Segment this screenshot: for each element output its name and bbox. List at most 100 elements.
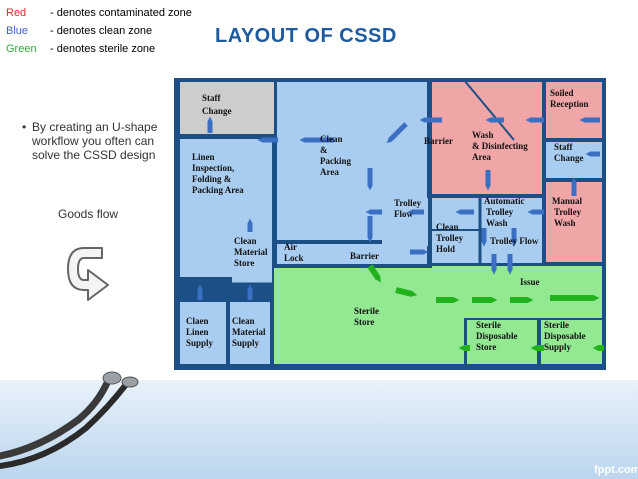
label-line: Clean (234, 236, 257, 246)
label-soiled-reception: Soiled Reception (550, 88, 589, 109)
legend-red-label: Red (6, 7, 27, 19)
label-line: Change (554, 153, 584, 163)
label-line: Packing Area (192, 185, 244, 195)
label-line: Trolley (554, 207, 582, 217)
legend-green-desc: - denotes sterile zone (50, 43, 156, 55)
label-sterile-store: Sterile Store (354, 306, 381, 327)
label-line: Clean (320, 134, 343, 144)
label-line: Store (476, 342, 496, 352)
room-sterile-store (274, 268, 464, 364)
label-automatic-trolley-wash: Automatic Trolley Wash (484, 196, 527, 228)
legend-green-label: Green (6, 43, 37, 55)
room-sterile-disposable-supply (541, 320, 602, 364)
label-line: Area (320, 167, 339, 177)
label-line: Inspection, (192, 163, 234, 173)
label-line: Linen (192, 152, 215, 162)
legend-blue: Blue - denotes clean zone (6, 24, 152, 38)
room-staff-change-2 (546, 142, 602, 178)
label-clean-trolley-hold: Clean Trolley Hold (436, 222, 465, 254)
label-line: Manual (552, 196, 583, 206)
room-trolley-flow (382, 198, 428, 246)
label-trolley-flow-2: Trolley Flow (490, 236, 539, 246)
label-clean-packing: Clean & Packing Area (320, 134, 353, 177)
label-line: Staff (554, 142, 573, 152)
label-clean-material-store: Clean Material Store (234, 236, 270, 268)
legend-blue-label: Blue (6, 25, 29, 37)
label-line: Lock (284, 253, 304, 263)
label-line: Material (234, 247, 268, 257)
bullet-dot: • (22, 120, 27, 134)
legend-green: Green - denotes sterile zone (6, 42, 155, 56)
label-line: Clean (436, 222, 459, 232)
clean-flow-arrows (197, 116, 600, 300)
label-line: Supply (232, 338, 260, 348)
legend-red: Red - denotes contaminated zone (6, 6, 192, 20)
room-sterile-disposable-store (467, 320, 537, 364)
label-line: Store (234, 258, 254, 268)
label-line: Area (472, 152, 491, 162)
label-barrier-bottom: Barrier (350, 251, 379, 261)
label-line: Sterile (354, 306, 379, 316)
label-sterile-disposable-store: Sterile Disposable Store (476, 320, 520, 352)
label-linen-inspection: Linen Inspection, Folding & Packing Area (192, 152, 244, 195)
label-line: Hold (436, 244, 455, 254)
label-line: Wash (472, 130, 494, 140)
legend-red-desc: - denotes contaminated zone (50, 7, 192, 19)
zone-legend: Red - denotes contaminated zone Blue - den… (2, 2, 202, 74)
label-line: & Disinfecting (472, 141, 528, 151)
arrow-icon (386, 122, 408, 144)
label-trolley-flow-1: Trolley Flow (394, 198, 423, 219)
label-line: & (320, 145, 328, 155)
label-line: Supply (544, 342, 572, 352)
label-line: Wash (554, 218, 576, 228)
arrow-icon (395, 287, 418, 297)
bullet-point: • By creating an U-shape workflow you of… (22, 120, 174, 162)
wall-line (463, 79, 515, 141)
slide-title: LAYOUT OF CSSD (215, 25, 397, 47)
label-line: Disposable (544, 331, 586, 341)
label-line: Sterile (476, 320, 501, 330)
label-staff-change-2: Staff Change (554, 142, 584, 163)
goods-flow-label: Goods flow (58, 207, 119, 221)
sterile-flow-arrows (367, 264, 604, 351)
label-sterile-disposable-supply: Sterile Disposable Supply (544, 320, 588, 352)
label-line: Soiled (550, 88, 574, 98)
stethoscope-icon (0, 371, 139, 469)
room-clean-material-supply (230, 302, 270, 364)
label-line: Linen (186, 327, 209, 337)
arrow-icon (367, 264, 381, 283)
room-barrier-corridor (277, 244, 427, 264)
label-line: Wash (486, 218, 508, 228)
label-barrier-top: Barrier (424, 136, 453, 146)
bullet-text: By creating an U-shape workflow you ofte… (32, 120, 158, 162)
room-soiled-reception (546, 82, 602, 138)
label-line: Sterile (544, 320, 569, 330)
label-line: Reception (550, 99, 589, 109)
room-clean-linen-supply (180, 302, 226, 364)
label-line: Trolley (436, 233, 464, 243)
label-clean-material-supply: Clean Material Supply (232, 316, 268, 348)
room-staff-change-1 (180, 82, 274, 134)
legend-blue-desc: - denotes clean zone (50, 25, 153, 37)
label-air-lock: Air Lock (284, 242, 304, 263)
label-line: Trolley (394, 198, 422, 208)
label-line: Air (284, 242, 297, 252)
label-line: Packing (320, 156, 352, 166)
label-staff-change-1: Staff Change (202, 93, 232, 116)
label-wash-disinfecting: Wash & Disinfecting Area (472, 130, 530, 162)
footer-band (0, 380, 638, 479)
label-line: Folding & (192, 174, 232, 184)
label-line: Material (232, 327, 266, 337)
label-line: Clean (232, 316, 255, 326)
label-manual-trolley-wash: Manual Trolley Wash (552, 196, 584, 228)
label-line: Claen (186, 316, 209, 326)
label-issue: Issue (520, 277, 540, 287)
label-line: Trolley (486, 207, 514, 217)
brand-watermark: fppt.com (594, 464, 638, 476)
label-line: Change (202, 106, 232, 116)
label-line: Staff (202, 93, 221, 103)
label-line: Automatic (484, 196, 525, 206)
label-line: Flow (394, 209, 413, 219)
label-line: Supply (186, 338, 214, 348)
